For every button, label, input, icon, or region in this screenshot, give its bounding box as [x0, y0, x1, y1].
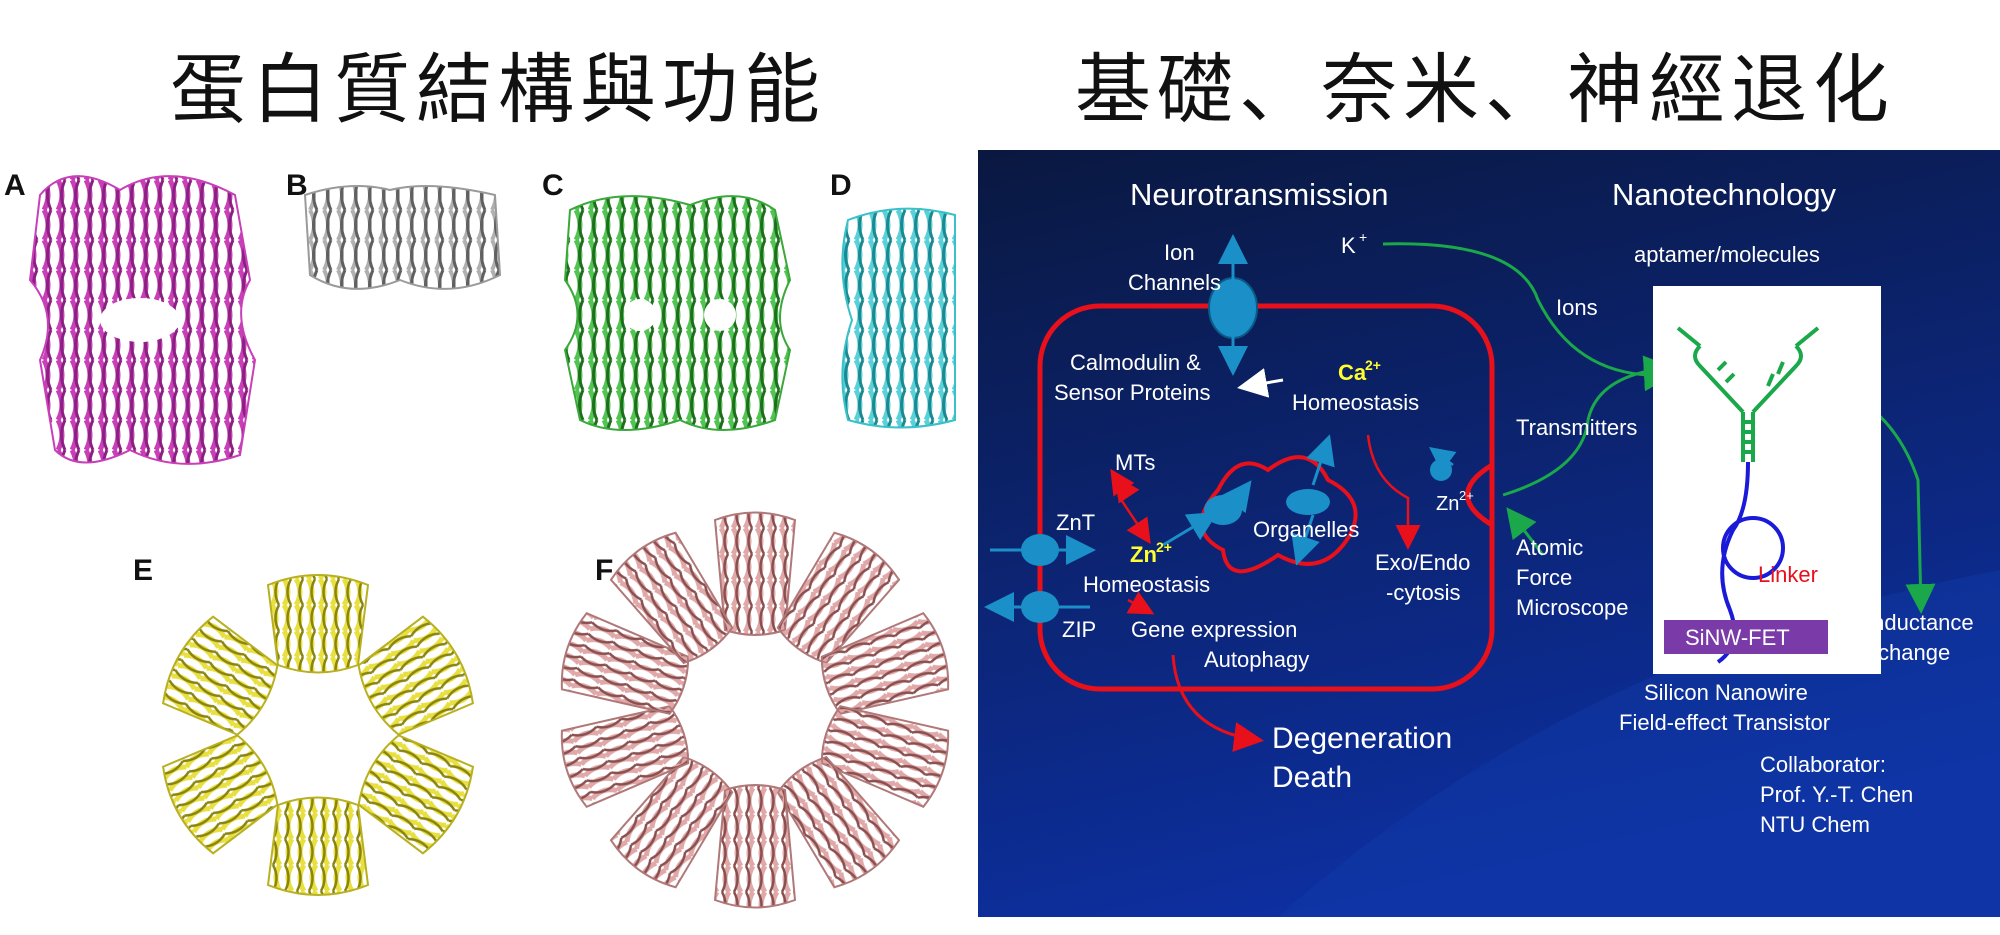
- label-homeostasis-zn: Homeostasis: [1083, 572, 1210, 597]
- label-silicon: Silicon Nanowire: [1644, 680, 1808, 705]
- label-homeostasis-ca: Homeostasis: [1292, 390, 1419, 415]
- protein-e: [161, 574, 475, 896]
- protein-d: [841, 207, 956, 429]
- panel-label-f: F: [595, 554, 613, 587]
- neuro-nano-diagram: Neurotransmission Nanotechnology: [978, 150, 2000, 917]
- panel-label-c: C: [542, 169, 564, 202]
- sinw-fet-chip: [1664, 620, 1828, 654]
- panel-label-d: D: [830, 169, 852, 202]
- label-znt: ZnT: [1056, 510, 1095, 535]
- right-title: 基礎、奈米、神經退化: [1075, 45, 1895, 134]
- heading-nanotechnology: Nanotechnology: [1612, 177, 1837, 212]
- aptamer-icon: [1676, 326, 1820, 462]
- organelle-membrane: [1199, 455, 1358, 574]
- protein-f: [560, 511, 950, 909]
- organelle-protein-icon-2: [1286, 489, 1330, 515]
- left-title: 蛋白質結構與功能: [170, 45, 826, 134]
- panel-label-b: B: [286, 169, 308, 202]
- label-exo: Exo/Endo: [1375, 550, 1470, 575]
- label-zn-yellow-sup: 2+: [1156, 539, 1172, 555]
- label-degeneration: Degeneration: [1272, 722, 1452, 755]
- label-autophagy: Autophagy: [1204, 647, 1309, 672]
- label-k: K: [1341, 233, 1356, 258]
- protein-b: [303, 185, 502, 290]
- label-zn-right: Zn: [1436, 493, 1459, 515]
- label-ion: Ion: [1164, 240, 1195, 265]
- label-sensor: Sensor Proteins: [1054, 380, 1211, 405]
- label-zn-yellow: Zn: [1130, 542, 1157, 567]
- label-organelles: Organelles: [1253, 517, 1359, 542]
- label-k-sup: +: [1359, 229, 1367, 245]
- protein-structures-figure: A B C D E F: [4, 169, 956, 909]
- label-cytosis: -cytosis: [1386, 580, 1461, 605]
- panel-label-a: A: [4, 169, 26, 202]
- label-atomic: Atomic: [1516, 535, 1583, 560]
- label-ca-sup: 2+: [1365, 357, 1381, 373]
- label-calmodulin: Calmodulin &: [1070, 350, 1201, 375]
- heading-neurotransmission: Neurotransmission: [1130, 177, 1388, 212]
- label-conductance: Conductance: [1844, 610, 1974, 635]
- protein-structures-panel: A B C D E F: [0, 150, 975, 931]
- label-ca: Ca: [1338, 360, 1367, 385]
- panel-label-e: E: [133, 554, 153, 587]
- label-ions: Ions: [1556, 295, 1598, 320]
- label-zip: ZIP: [1062, 617, 1096, 642]
- label-sinw-fet: SiNW-FET: [1685, 625, 1790, 650]
- label-force: Force: [1516, 565, 1572, 590]
- label-collaborator: Collaborator:: [1760, 752, 1886, 777]
- label-linker: Linker: [1758, 562, 1818, 587]
- cell-membrane: [1037, 303, 1495, 692]
- label-collaborator-affiliation: NTU Chem: [1760, 812, 1870, 837]
- label-change: change: [1878, 640, 1950, 665]
- label-zn-right-sup: 2+: [1459, 488, 1474, 503]
- label-channels: Channels: [1128, 270, 1221, 295]
- protein-c: [563, 195, 792, 431]
- label-transmitters: Transmitters: [1516, 415, 1637, 440]
- label-aptamer: aptamer/molecules: [1634, 242, 1820, 267]
- label-death: Death: [1272, 761, 1352, 794]
- label-microscope: Microscope: [1516, 595, 1628, 620]
- label-gene: Gene expression: [1131, 617, 1297, 642]
- label-mts: MTs: [1115, 450, 1155, 475]
- neuro-nano-figure: Neurotransmission Nanotechnology: [978, 150, 2000, 917]
- label-collaborator-name: Prof. Y.-T. Chen: [1760, 782, 1913, 807]
- sinw-fet-device: [1653, 286, 1881, 674]
- label-fet: Field-effect Transistor: [1619, 710, 1830, 735]
